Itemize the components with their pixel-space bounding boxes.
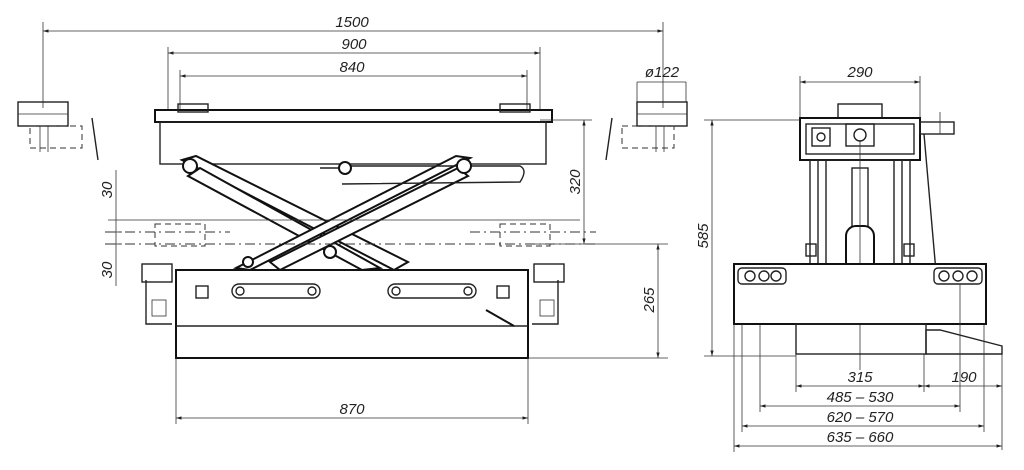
front-view: 1500 900 840 ø122 — [17, 14, 688, 424]
dim-315-label: 315 — [847, 369, 873, 386]
dim-290-label: 290 — [846, 64, 873, 81]
dim-190-label: 190 — [951, 369, 977, 386]
dim-485-530-label: 485 – 530 — [827, 389, 894, 406]
dim-485-530: 485 – 530 — [759, 284, 961, 412]
side-view: 290 — [695, 64, 1003, 452]
dim-870-label: 870 — [339, 401, 365, 418]
dim-635-660: 635 – 660 — [733, 324, 1002, 452]
dim-30-top-label: 30 — [99, 181, 116, 198]
lift-head — [799, 103, 955, 161]
dim-900: 900 — [167, 36, 541, 110]
dim-900-label: 900 — [341, 36, 367, 53]
dim-265-label: 265 — [641, 287, 658, 314]
mast — [805, 133, 937, 370]
dim-1500-label: 1500 — [335, 14, 369, 31]
dim-diameter-122-label: ø122 — [645, 64, 680, 81]
dim-diameter-122: ø122 — [636, 64, 687, 102]
left-outer-pad — [17, 101, 99, 161]
dim-30-group: 30 30 — [99, 170, 596, 286]
base-frame — [141, 263, 565, 359]
right-outer-pad — [605, 101, 688, 161]
dim-620-570-label: 620 – 570 — [827, 409, 894, 426]
dim-320: 320 — [540, 119, 592, 244]
dim-620-570: 620 – 570 — [741, 324, 985, 432]
dim-315-190: 315 190 — [795, 354, 1003, 450]
dim-635-660-label: 635 – 660 — [827, 429, 894, 446]
dim-1500: 1500 — [42, 14, 664, 108]
top-platform — [154, 103, 553, 165]
dim-840-label: 840 — [339, 59, 365, 76]
dim-265: 265 — [528, 243, 668, 359]
dim-585: 585 — [695, 119, 800, 357]
lowered-pads — [154, 223, 551, 247]
dim-30-bottom-label: 30 — [99, 261, 116, 278]
side-base — [733, 263, 1003, 355]
dim-320-label: 320 — [567, 169, 584, 195]
dim-585-label: 585 — [695, 223, 712, 249]
dim-870: 870 — [175, 358, 529, 424]
scissor-mechanism — [179, 154, 525, 272]
dim-290: 290 — [799, 64, 921, 122]
